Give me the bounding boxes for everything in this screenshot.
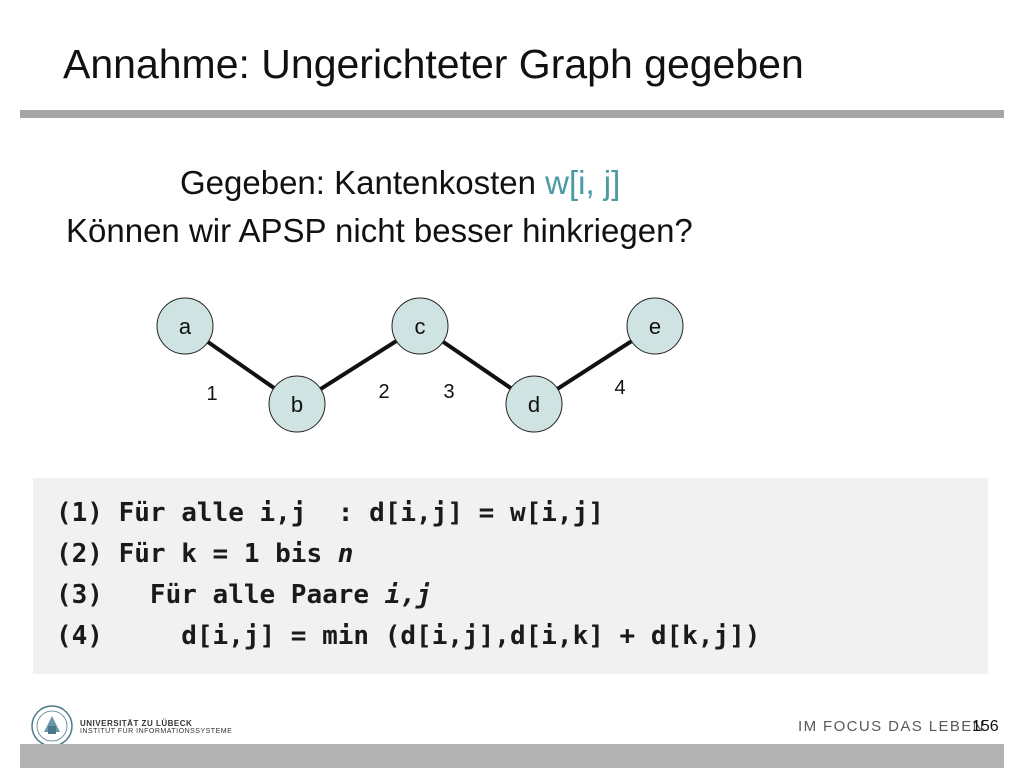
algorithm-line-text: Für alle i,j : d[i,j] = w[i,j] bbox=[102, 498, 604, 528]
footer-bar bbox=[20, 744, 1004, 768]
node-label-c: c bbox=[415, 314, 426, 339]
page-number: 156 bbox=[972, 718, 999, 735]
node-label-d: d bbox=[528, 392, 540, 417]
university-seal-icon bbox=[31, 705, 73, 747]
title-divider bbox=[20, 110, 1004, 118]
algorithm-line-text: Für k = 1 bis bbox=[102, 539, 338, 569]
node-label-e: e bbox=[649, 314, 661, 339]
algorithm-line-text: d[i,j] = min (d[i,j],d[i,k] + d[k,j]) bbox=[102, 621, 761, 651]
node-label-a: a bbox=[179, 314, 192, 339]
graph-diagram: 1 2 3 4 a b c d e bbox=[156, 297, 684, 433]
algorithm-line-number: (4) bbox=[56, 621, 103, 651]
algorithm-line-text: Für alle Paare bbox=[102, 580, 385, 610]
algorithm-line-number: (2) bbox=[56, 539, 103, 569]
node-c bbox=[391, 297, 449, 355]
given-line: Gegeben: Kantenkosten w[i, j] bbox=[180, 162, 620, 204]
algorithm-line-number: (3) bbox=[56, 580, 103, 610]
institute-name: INSTITUT FÜR INFORMATIONSSYSTEME bbox=[80, 728, 233, 735]
algorithm-line-2: (2) Für k = 1 bis n bbox=[56, 537, 353, 571]
algorithm-line-4: (4) d[i,j] = min (d[i,j],d[i,k] + d[k,j]… bbox=[56, 619, 760, 653]
algorithm-line-number: (1) bbox=[56, 498, 103, 528]
edge-weight-c-d: 3 bbox=[443, 381, 454, 403]
slogan: IM FOCUS DAS LEBEN bbox=[798, 718, 985, 735]
node-e bbox=[626, 297, 684, 355]
university-name: UNIVERSITÄT ZU LÜBECK bbox=[80, 719, 193, 728]
node-label-b: b bbox=[291, 392, 303, 417]
algorithm-variable: n bbox=[337, 539, 354, 569]
node-a bbox=[156, 297, 214, 355]
edge-weight-d-e: 4 bbox=[614, 377, 625, 399]
algorithm-variable: i,j bbox=[384, 580, 432, 610]
edge-weight-a-b: 1 bbox=[206, 383, 217, 405]
algorithm-box bbox=[33, 478, 988, 674]
given-line-prefix: Gegeben: Kantenkosten bbox=[180, 164, 546, 201]
node-d bbox=[505, 375, 563, 433]
node-b bbox=[268, 375, 326, 433]
edge-weight-b-c: 2 bbox=[378, 381, 389, 403]
slide-title: Annahme: Ungerichteter Graph gegeben bbox=[63, 41, 804, 87]
algorithm-line-1: (1) Für alle i,j : d[i,j] = w[i,j] bbox=[56, 496, 604, 530]
edge-cost-term: w[i, j] bbox=[545, 164, 621, 201]
algorithm-line-3: (3) Für alle Paare i,j bbox=[56, 578, 432, 612]
question-line: Können wir APSP nicht besser hinkriegen? bbox=[66, 212, 693, 249]
